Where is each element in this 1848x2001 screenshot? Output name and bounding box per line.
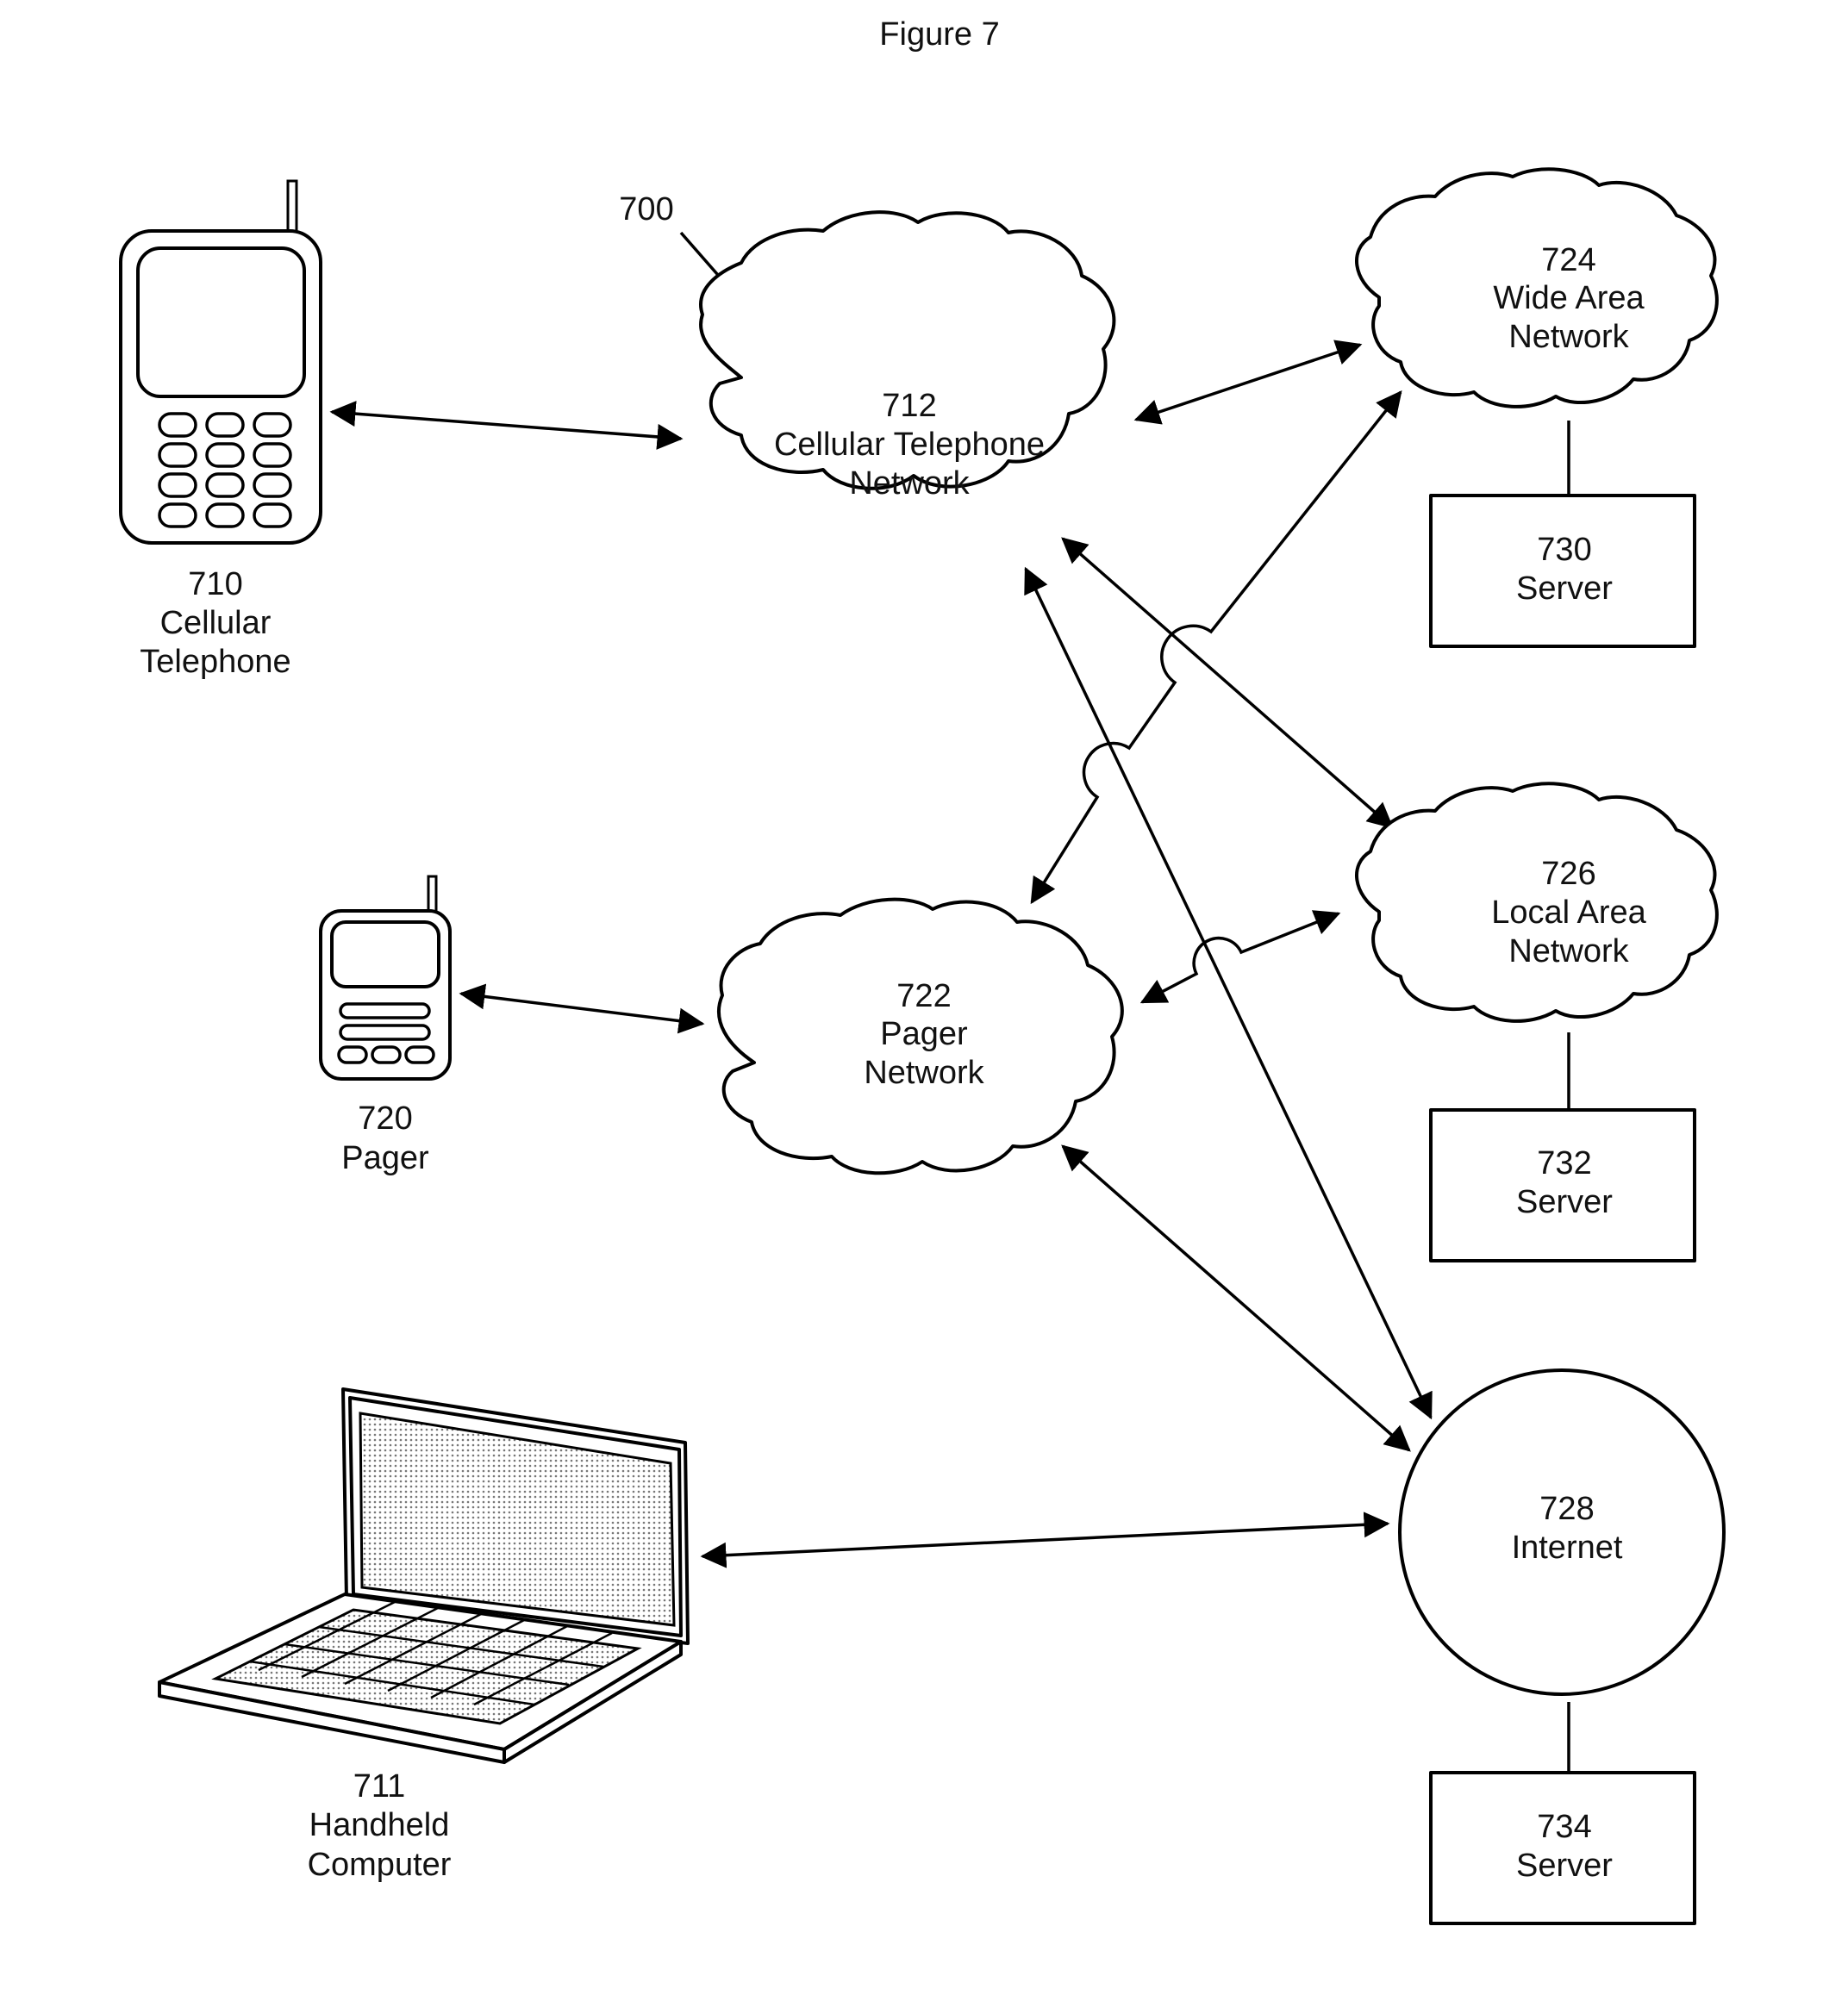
server-732-number: 732: [1537, 1145, 1591, 1181]
cloud-lan: 726 Local Area Network: [1357, 783, 1717, 1021]
server-732: 732 Server: [1431, 1110, 1695, 1261]
cell-phone-line2: Telephone: [140, 644, 290, 680]
cloud-pager-network: 722 Pager Network: [719, 900, 1122, 1174]
link-cellular-lan: [1063, 539, 1392, 827]
link-pager-pagernet: [461, 994, 702, 1024]
cellular-network-line2: Network: [849, 465, 970, 502]
link-handheld-internet: [702, 1524, 1388, 1556]
cell-phone-number: 710: [188, 566, 242, 602]
lan-line1: Local Area: [1491, 895, 1646, 931]
server-730-number: 730: [1537, 532, 1591, 568]
pager-icon: [321, 876, 450, 1079]
cellular-network-line1: Cellular Telephone: [774, 427, 1045, 463]
link-pagernet-internet: [1063, 1146, 1409, 1450]
laptop-icon: [159, 1389, 688, 1762]
cell-phone-line1: Cellular: [160, 605, 272, 641]
handheld-line1: Handheld: [309, 1807, 450, 1843]
wan-number: 724: [1541, 242, 1595, 278]
wan-line2: Network: [1508, 319, 1629, 355]
link-pagernet-wan: [1032, 392, 1401, 902]
internet-number: 728: [1539, 1491, 1594, 1527]
pager-network-line2: Network: [864, 1055, 984, 1091]
cloud-wan: 724 Wide Area Network: [1357, 169, 1717, 407]
pager-network-line1: Pager: [880, 1016, 968, 1052]
server-734-number: 734: [1537, 1809, 1591, 1845]
link-cellular-wan: [1136, 345, 1360, 420]
server-734: 734 Server: [1431, 1773, 1695, 1923]
handheld-line2: Computer: [308, 1847, 452, 1883]
pager-label: Pager: [341, 1140, 429, 1176]
pager-number: 720: [358, 1100, 412, 1137]
server-730-label: Server: [1516, 570, 1613, 607]
server-730: 730 Server: [1431, 496, 1695, 646]
lan-number: 726: [1541, 856, 1595, 892]
server-734-label: Server: [1516, 1848, 1613, 1884]
figure-title: Figure 7: [879, 16, 999, 53]
lan-line2: Network: [1508, 933, 1629, 969]
internet-label: Internet: [1512, 1530, 1623, 1566]
cloud-cellular-network: 712 Cellular Telephone Network: [701, 212, 1114, 502]
cellular-telephone-icon: [121, 181, 321, 543]
reference-label-700: 700: [619, 191, 673, 228]
link-pagernet-lan: [1142, 913, 1339, 1002]
cellular-network-number: 712: [882, 388, 936, 424]
handheld-number: 711: [353, 1768, 406, 1805]
wan-line1: Wide Area: [1493, 280, 1645, 316]
internet-node: 728 Internet: [1400, 1370, 1724, 1694]
pager-network-number: 722: [896, 978, 951, 1014]
server-732-label: Server: [1516, 1184, 1613, 1220]
link-phone-cellular: [332, 412, 681, 439]
